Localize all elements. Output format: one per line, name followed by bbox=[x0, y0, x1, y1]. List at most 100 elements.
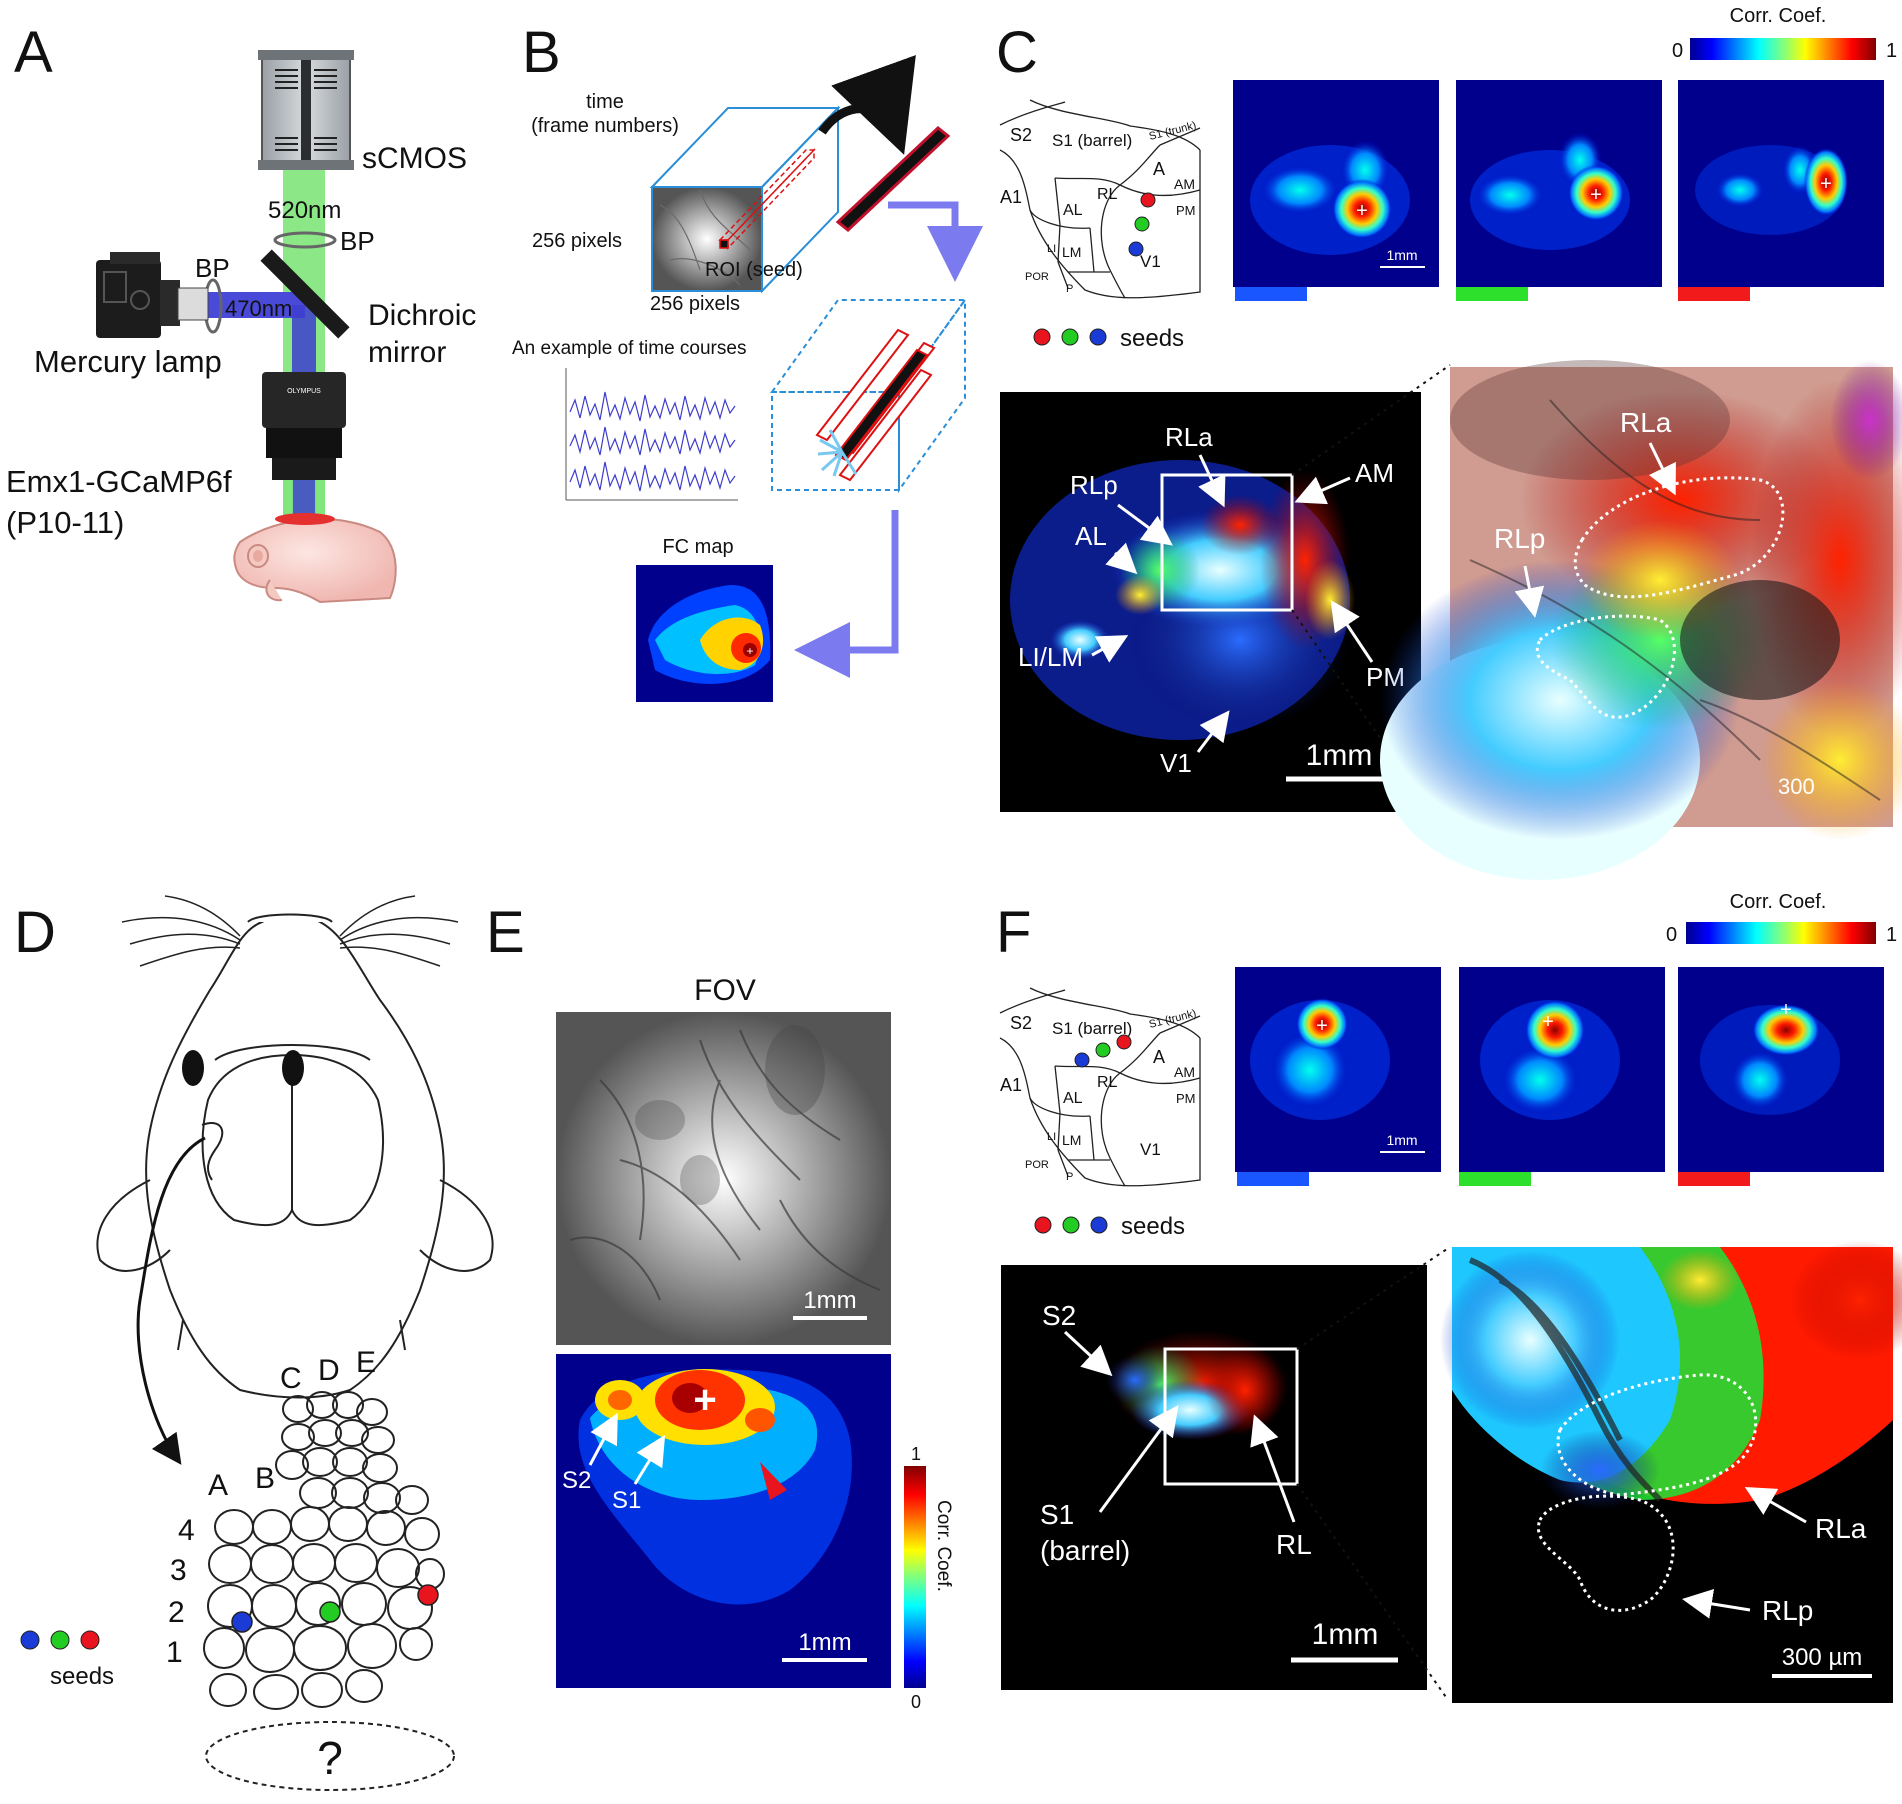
cb-label-e: Corr. Coef. bbox=[933, 1500, 954, 1592]
svg-text:+: + bbox=[693, 1378, 716, 1422]
seeds-label-c: seeds bbox=[1120, 325, 1184, 352]
fc-map-green-seed-f: + bbox=[1459, 967, 1665, 1172]
seed-legend-green-f bbox=[1062, 1216, 1080, 1234]
scale-label-big-f: 1mm bbox=[1312, 1618, 1379, 1651]
panel-letter-d: D bbox=[14, 900, 56, 965]
panel-c: C Corr. Coef. 0 1 S2 S1 (barrel) S1 (tru… bbox=[996, 5, 1902, 880]
scale-label-small-c: 1mm bbox=[1386, 247, 1417, 263]
panel-letter-f: F bbox=[996, 900, 1031, 965]
label-rl-f: RL bbox=[1276, 1529, 1312, 1560]
area-label-s2-f: S2 bbox=[1010, 1013, 1032, 1033]
label-al-c: AL bbox=[1075, 521, 1107, 551]
seed-legend-blue-f bbox=[1090, 1216, 1108, 1234]
area-label-s2: S2 bbox=[1010, 125, 1032, 145]
svg-text:+: + bbox=[1542, 1011, 1554, 1033]
area-label-rl: RL bbox=[1097, 186, 1118, 203]
image-stack-cube bbox=[649, 105, 841, 294]
seed-bar-blue-c bbox=[1235, 287, 1307, 301]
area-label-lm-f: LM bbox=[1062, 1132, 1081, 1148]
scmos-camera bbox=[258, 50, 354, 170]
row-label-1: 1 bbox=[166, 1636, 183, 1669]
seed-legend-red-c bbox=[1033, 328, 1051, 346]
cortical-area-map-f bbox=[999, 987, 1201, 1187]
objective-lens: OLYMPUS bbox=[262, 372, 346, 480]
bandpass-label-excitation: BP bbox=[195, 253, 230, 283]
seed-bar-blue-f bbox=[1237, 1172, 1309, 1186]
area-label-a1-f: A1 bbox=[1000, 1075, 1022, 1095]
svg-text:+: + bbox=[1590, 184, 1602, 206]
mercury-lamp bbox=[96, 252, 209, 338]
area-label-v1: V1 bbox=[1140, 252, 1161, 271]
panel-letter-a: A bbox=[14, 20, 53, 85]
row-label-3: 3 bbox=[170, 1554, 187, 1587]
svg-text:+: + bbox=[1356, 200, 1368, 222]
seeds-label-f: seeds bbox=[1121, 1213, 1185, 1240]
area-label-s1-barrel: S1 (barrel) bbox=[1052, 131, 1132, 150]
extract-arrow bbox=[818, 54, 916, 155]
label-li-lm-c: LI/LM bbox=[1018, 642, 1083, 672]
corr-coef-label-c: Corr. Coef. bbox=[1730, 5, 1827, 27]
seed-dot-green-f bbox=[1095, 1042, 1111, 1058]
bandpass-label-emission: BP bbox=[340, 226, 375, 256]
mouse-body-outline bbox=[96, 913, 494, 1399]
colorbar-e bbox=[904, 1466, 926, 1688]
fc-map-label: FC map bbox=[662, 536, 733, 558]
scale-label-fc-e: 1mm bbox=[798, 1629, 851, 1656]
zoom-scale-c: 300 bbox=[1778, 774, 1815, 799]
area-label-al-f: AL bbox=[1063, 1090, 1083, 1107]
cb-max-e: 1 bbox=[911, 1444, 921, 1464]
area-label-pm: PM bbox=[1176, 203, 1196, 218]
seed-legend-red-d bbox=[80, 1630, 100, 1650]
area-label-por: POR bbox=[1025, 271, 1049, 283]
fc-map-red-seed-c: + bbox=[1678, 80, 1884, 287]
scale-min-f: 0 bbox=[1666, 924, 1677, 946]
pixels-horizontal-label: 256 pixels bbox=[650, 293, 740, 315]
area-label-a-f: A bbox=[1153, 1047, 1165, 1067]
zoom-label-rla-c: RLa bbox=[1620, 407, 1672, 438]
lamp-label: Mercury lamp bbox=[34, 344, 222, 379]
example-label: An example of time courses bbox=[512, 338, 746, 359]
seed-bar-green-f bbox=[1459, 1172, 1531, 1186]
label-am-c: AM bbox=[1355, 458, 1394, 488]
barrel-seed-red bbox=[417, 1584, 439, 1606]
flow-arrow-2 bbox=[794, 510, 899, 678]
seed-dot-green-c bbox=[1134, 216, 1150, 232]
zoom-map-f bbox=[1440, 1240, 1902, 1703]
barrel-seed-green bbox=[319, 1601, 341, 1623]
scale-label-small-f: 1mm bbox=[1386, 1132, 1417, 1148]
panel-d: D bbox=[14, 895, 494, 1791]
svg-text:+: + bbox=[1316, 1015, 1328, 1037]
scale-max-c: 1 bbox=[1886, 40, 1897, 62]
corr-coef-label-f: Corr. Coef. bbox=[1730, 891, 1827, 913]
flow-arrow-1 bbox=[888, 201, 983, 282]
barrel-field bbox=[203, 1391, 445, 1710]
arc-label-c: C bbox=[280, 1362, 302, 1395]
seed-bar-red-c bbox=[1678, 287, 1750, 301]
mouse-eye-left bbox=[182, 1050, 204, 1086]
seed-bar-red-f bbox=[1678, 1172, 1750, 1186]
dichroic-label-2: mirror bbox=[368, 336, 446, 369]
bandpass-filter-emission bbox=[273, 231, 337, 249]
label-rla-c: RLa bbox=[1165, 422, 1213, 452]
arc-label-d: D bbox=[318, 1354, 340, 1387]
area-label-lm: LM bbox=[1062, 244, 1081, 260]
label-v1-c: V1 bbox=[1160, 748, 1192, 778]
mouse-head bbox=[233, 513, 397, 604]
label-s1-e: S1 bbox=[612, 1487, 641, 1514]
panel-a: A sCMOS 520nm BP BP 470nm Dichroic bbox=[6, 20, 476, 604]
seed-bar-green-c bbox=[1456, 287, 1528, 301]
dichroic-label-1: Dichroic bbox=[368, 299, 476, 332]
colorbar-f bbox=[1686, 922, 1876, 944]
svg-text:+: + bbox=[1780, 999, 1792, 1021]
label-rlp-c: RLp bbox=[1070, 470, 1118, 500]
barrel-seed-blue bbox=[231, 1611, 253, 1633]
fc-map-blue-seed-c: + 1mm bbox=[1233, 80, 1439, 287]
cortical-area-map-c bbox=[999, 99, 1201, 299]
roi-label: ROI (seed) bbox=[705, 259, 803, 281]
time-course-plot bbox=[565, 368, 738, 501]
seeds-label-d: seeds bbox=[50, 1663, 114, 1690]
mouse-line-label: Emx1-GCaMP6f bbox=[6, 464, 232, 499]
label-s2-f: S2 bbox=[1042, 1300, 1076, 1331]
fc-map-green-seed-c: + bbox=[1456, 80, 1662, 287]
label-s2-e: S2 bbox=[562, 1467, 591, 1494]
